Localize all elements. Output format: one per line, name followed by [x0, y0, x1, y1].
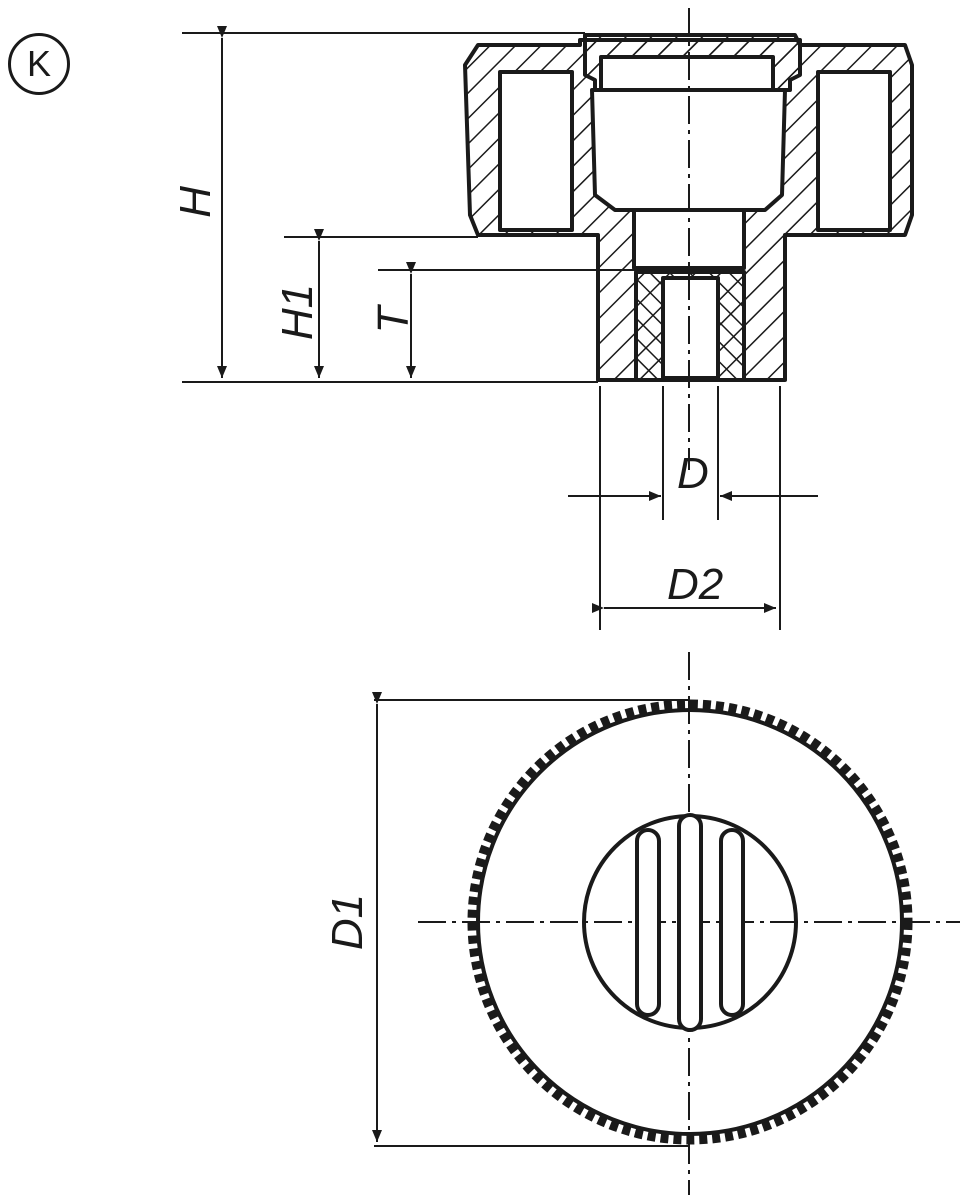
variant-k-badge: K — [8, 33, 70, 95]
dim-label-d2: D2 — [667, 560, 724, 609]
dim-label-h: H — [170, 186, 220, 218]
variant-k-letter: K — [26, 43, 51, 84]
dim-label-h1: H1 — [273, 283, 323, 341]
outer-circle — [476, 708, 904, 1136]
dimension-lines — [182, 26, 818, 1147]
grip-slot-left — [635, 828, 661, 1017]
dim-label-t: T — [368, 306, 418, 334]
top-view — [467, 699, 913, 1145]
cap-recess — [599, 55, 775, 92]
dim-label-d1: D1 — [323, 893, 373, 951]
grip-slot-right — [719, 828, 745, 1017]
right-cavity — [816, 70, 892, 232]
left-cavity — [498, 70, 574, 232]
knurled-rim — [467, 699, 913, 1145]
grip-slot-center — [677, 813, 703, 1032]
thread-bore — [661, 276, 720, 380]
dim-label-d: D — [677, 449, 709, 498]
